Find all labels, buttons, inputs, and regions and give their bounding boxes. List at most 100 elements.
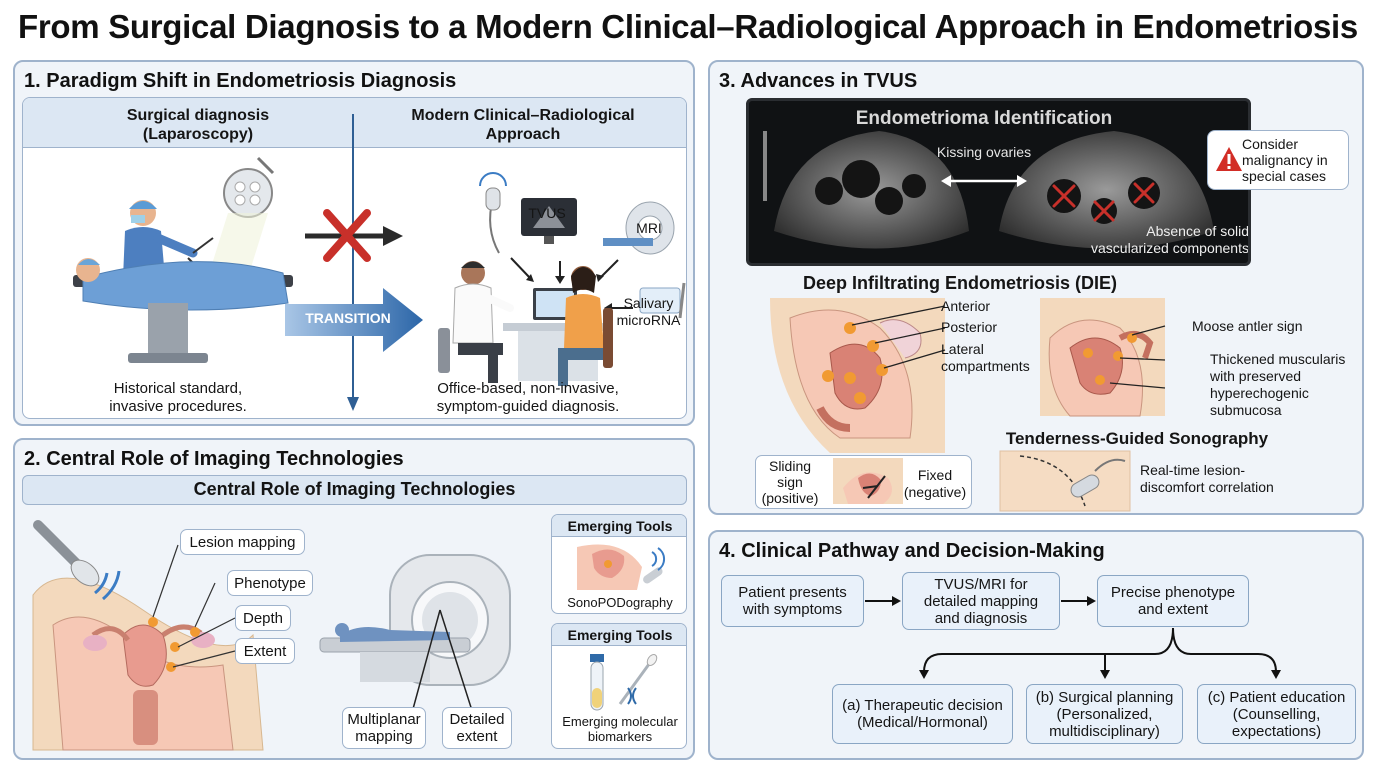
absence-line1: Absence of solid bbox=[1146, 223, 1249, 239]
endometrioma-ultrasound: Endometrioma Identification Kissing ovar… bbox=[746, 98, 1251, 266]
sliding-sign-icon bbox=[833, 458, 903, 504]
surgical-header-line1: Surgical diagnosis bbox=[126, 107, 270, 124]
outcome-b-line1: (b) Surgical planning bbox=[1035, 688, 1174, 706]
surgical-caption: Historical standard, invasive procedures… bbox=[63, 380, 293, 416]
panel-title: 1. Paradigm Shift in Endometriosis Diagn… bbox=[24, 70, 457, 92]
warning-icon bbox=[1216, 147, 1242, 171]
surgical-header-line2: (Laparoscopy) bbox=[142, 126, 254, 143]
tenderness-probe-illustration bbox=[999, 450, 1131, 512]
emerging-tools-biomarkers: Emerging Tools Emerging molecular biomar… bbox=[551, 623, 687, 749]
multiplanar-line1: Multiplanar bbox=[347, 711, 421, 728]
callout-lesion-mapping: Lesion mapping bbox=[180, 529, 305, 555]
label-realtime: Real-time lesion- discomfort correlation bbox=[1140, 462, 1274, 496]
outcome-c-line3: expectations) bbox=[1231, 722, 1322, 740]
step1-line2: with symptoms bbox=[742, 601, 843, 618]
kissing-ovaries-label: Kissing ovaries bbox=[936, 144, 1032, 160]
consultation-illustration bbox=[438, 172, 686, 386]
transition-arrow bbox=[285, 288, 423, 352]
label-thickened-muscularis: Thickened muscularis with preserved hype… bbox=[1210, 351, 1345, 419]
panel-imaging-technologies: 2. Central Role of Imaging Technologies … bbox=[13, 438, 695, 760]
callout-extent: Extent bbox=[235, 638, 295, 664]
step2-line1: TVUS/MRI for bbox=[934, 575, 1028, 593]
panel-title: 4. Clinical Pathway and Decision-Making bbox=[719, 540, 1105, 562]
outcome-a-line1: (a) Therapeutic decision bbox=[842, 697, 1003, 714]
warning-line3: special cases bbox=[1242, 168, 1327, 184]
detailed-line2: extent bbox=[456, 728, 498, 745]
mri-scanner-illustration bbox=[319, 554, 511, 721]
salivary-label: Salivary microRNA bbox=[611, 295, 686, 329]
us-title: Endometrioma Identification bbox=[855, 108, 1113, 129]
page-title: From Surgical Diagnosis to a Modern Clin… bbox=[18, 8, 1358, 45]
timeline-arrow bbox=[347, 114, 359, 411]
outcome-therapeutic-decision: (a) Therapeutic decision(Medical/Hormona… bbox=[832, 684, 1013, 744]
sliding-line1: Sliding bbox=[768, 458, 812, 474]
biomarker-line1: Emerging molecular bbox=[562, 714, 678, 729]
salivary-line2: microRNA bbox=[616, 312, 681, 328]
imaging-banner: Central Role of Imaging Technologies bbox=[22, 475, 687, 505]
moose-antler-illustration bbox=[1040, 298, 1166, 417]
label-sliding-sign: Sliding sign (positive) bbox=[760, 458, 820, 506]
salivary-line1: Salivary bbox=[623, 295, 674, 311]
callout-phenotype: Phenotype bbox=[227, 570, 313, 596]
biomarker-line2: biomarkers bbox=[587, 729, 653, 744]
biomarker-tube-icon bbox=[590, 654, 658, 711]
die-title: Deep Infiltrating Endometriosis (DIE) bbox=[802, 273, 1118, 293]
thick-line2: with preserved bbox=[1210, 368, 1302, 384]
outcome-a-line2: (Medical/Hormonal) bbox=[857, 714, 988, 731]
sonopodography-icon bbox=[577, 544, 665, 590]
modern-header-line2: Approach bbox=[485, 126, 561, 143]
die-pelvis-illustration bbox=[770, 298, 946, 453]
thick-line4: submucosa bbox=[1210, 402, 1282, 418]
crossed-out-arrow-icon bbox=[305, 209, 403, 262]
header-band bbox=[23, 98, 686, 148]
sliding-line3: (positive) bbox=[761, 490, 819, 506]
panel-tvus-advances: 3. Advances in TVUS Endo bbox=[708, 60, 1364, 515]
warning-text: Consider malignancy in special cases bbox=[1242, 136, 1346, 184]
absence-line2: vascularized components bbox=[1091, 240, 1249, 256]
sonopodography-label: SonoPODography bbox=[567, 595, 673, 610]
mri-label: MRI bbox=[636, 220, 662, 236]
outcome-c-line1: (c) Patient education bbox=[1207, 688, 1346, 706]
panel-title: 3. Advances in TVUS bbox=[719, 70, 918, 92]
uterus-anatomy-illustration bbox=[32, 520, 264, 751]
tvus-label: TVUS bbox=[528, 205, 566, 221]
outcome-b-line3: multidisciplinary) bbox=[1049, 722, 1160, 740]
tenderness-title: Tenderness-Guided Sonography bbox=[1005, 429, 1269, 448]
surgery-illustration bbox=[73, 156, 293, 363]
outcome-surgical-planning: (b) Surgical planning(Personalized,multi… bbox=[1026, 684, 1183, 744]
realtime-line1: Real-time lesion- bbox=[1140, 462, 1246, 478]
detailed-line1: Detailed bbox=[449, 711, 505, 728]
panel-paradigm-shift: 1. Paradigm Shift in Endometriosis Diagn… bbox=[13, 60, 695, 426]
lateral-line1: Lateral bbox=[941, 341, 984, 357]
callout-depth: Depth bbox=[235, 605, 291, 631]
surgical-header: Surgical diagnosis (Laparoscopy) bbox=[93, 106, 303, 144]
fixed-line2: (negative) bbox=[903, 484, 967, 500]
ultrasound-image bbox=[763, 131, 1214, 249]
thick-line3: hyperechogenic bbox=[1210, 385, 1309, 401]
modern-header: Modern Clinical–Radiological Approach bbox=[383, 106, 663, 144]
transition-label: TRANSITION bbox=[305, 310, 391, 326]
panel-title: 2. Central Role of Imaging Technologies bbox=[24, 448, 404, 470]
emerging-tools-sonopodography: Emerging Tools SonoPODography bbox=[551, 514, 687, 614]
absence-label: Absence of solid vascularized components bbox=[1059, 223, 1249, 257]
pathway-arrows bbox=[865, 596, 1281, 679]
label-posterior: Posterior bbox=[941, 319, 998, 335]
step2-line3: and diagnosis bbox=[934, 609, 1028, 627]
label-fixed: Fixed (negative) bbox=[902, 467, 968, 501]
warning-line1: Consider bbox=[1242, 136, 1299, 152]
outcome-c-line2: (Counselling, bbox=[1232, 705, 1321, 723]
modern-caption-line1: Office-based, non-invasive, bbox=[437, 380, 619, 397]
modern-caption-line2: symptom-guided diagnosis. bbox=[436, 398, 620, 415]
multiplanar-line2: mapping bbox=[355, 728, 413, 745]
realtime-line2: discomfort correlation bbox=[1140, 479, 1274, 495]
lateral-line2: compartments bbox=[941, 358, 1030, 374]
modern-caption: Office-based, non-invasive, symptom-guid… bbox=[403, 380, 653, 416]
emerging-title-bar: Emerging Tools bbox=[552, 624, 686, 646]
outcome-patient-education: (c) Patient education(Counselling,expect… bbox=[1197, 684, 1356, 744]
step2-line2: detailed mapping bbox=[923, 592, 1039, 610]
panel-clinical-pathway: 4. Clinical Pathway and Decision-Making … bbox=[708, 530, 1364, 760]
